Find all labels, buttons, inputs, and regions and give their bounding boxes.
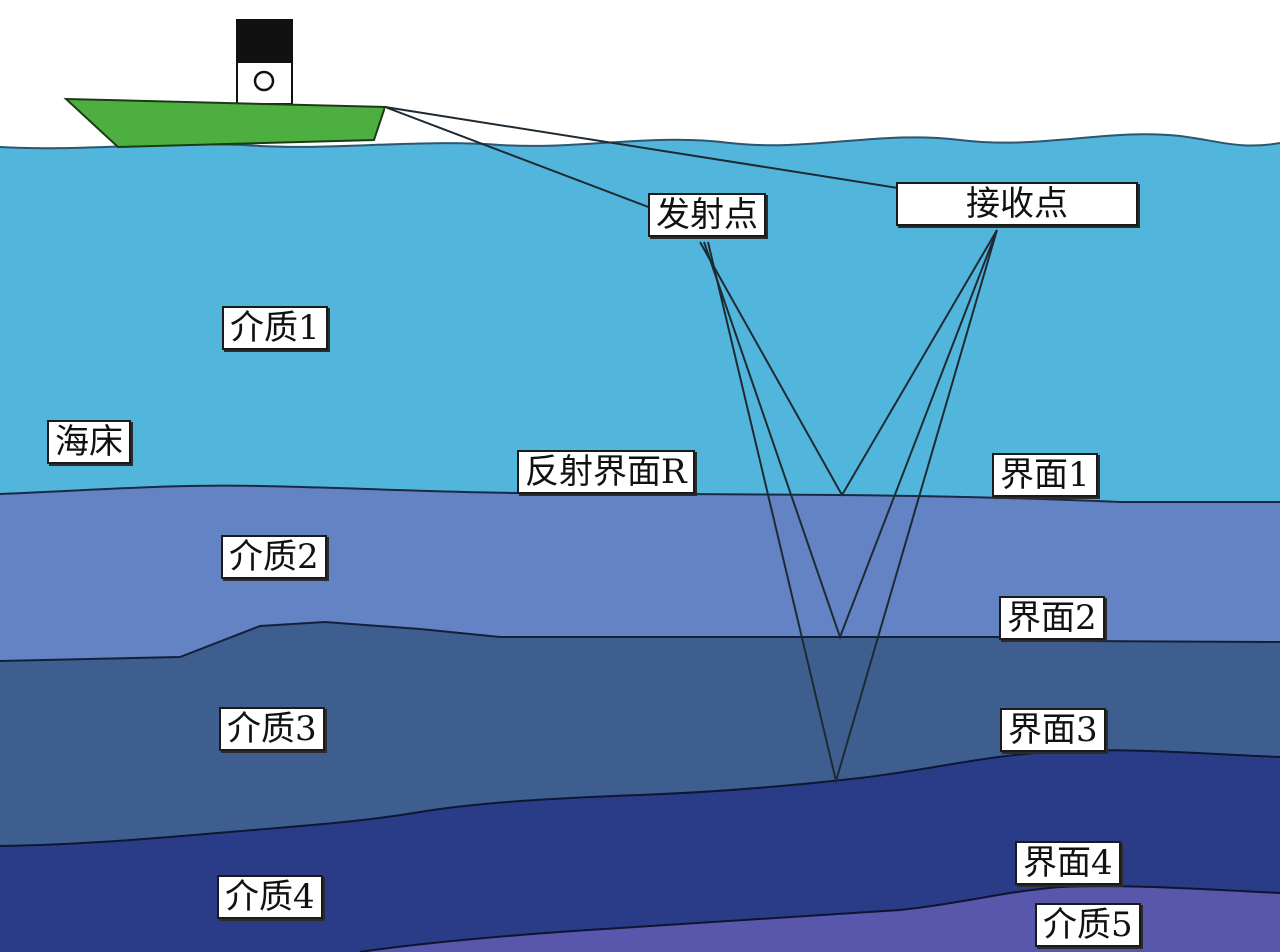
interface4-label: 界面4: [1015, 841, 1121, 885]
receiver-cable: [384, 106, 899, 189]
ship-hull: [63, 97, 387, 149]
ray-interface3: [707, 229, 998, 785]
towed-cables: [384, 106, 899, 209]
cable-wedge: [385, 107, 555, 141]
medium1-label: 介质1: [222, 306, 328, 350]
interface3-label: 界面3: [1000, 708, 1106, 752]
sea-surface-line: [0, 133, 1280, 150]
ray-interface2: [703, 229, 998, 640]
source-cable: [384, 106, 652, 209]
ray-interface1: [699, 229, 998, 498]
porthole-icon: [253, 70, 275, 92]
ray-paths: [699, 229, 998, 785]
medium4-label: 介质4: [217, 875, 323, 919]
ship-funnel: [236, 19, 293, 63]
interface2-label: 界面2: [999, 596, 1105, 640]
reflection-interface-label: 反射界面R: [517, 450, 695, 494]
interface1-label: 界面1: [992, 453, 1098, 497]
medium3-label: 介质3: [219, 707, 325, 751]
medium5-label: 介质5: [1035, 903, 1141, 947]
medium2-label: 介质2: [221, 535, 327, 579]
receiving-point-label: 接收点: [896, 182, 1138, 226]
emission-point-label: 发射点: [648, 193, 766, 237]
survey-ship: [63, 19, 387, 149]
seabed-label: 海床: [47, 420, 131, 464]
interface4-line: [359, 885, 1280, 952]
